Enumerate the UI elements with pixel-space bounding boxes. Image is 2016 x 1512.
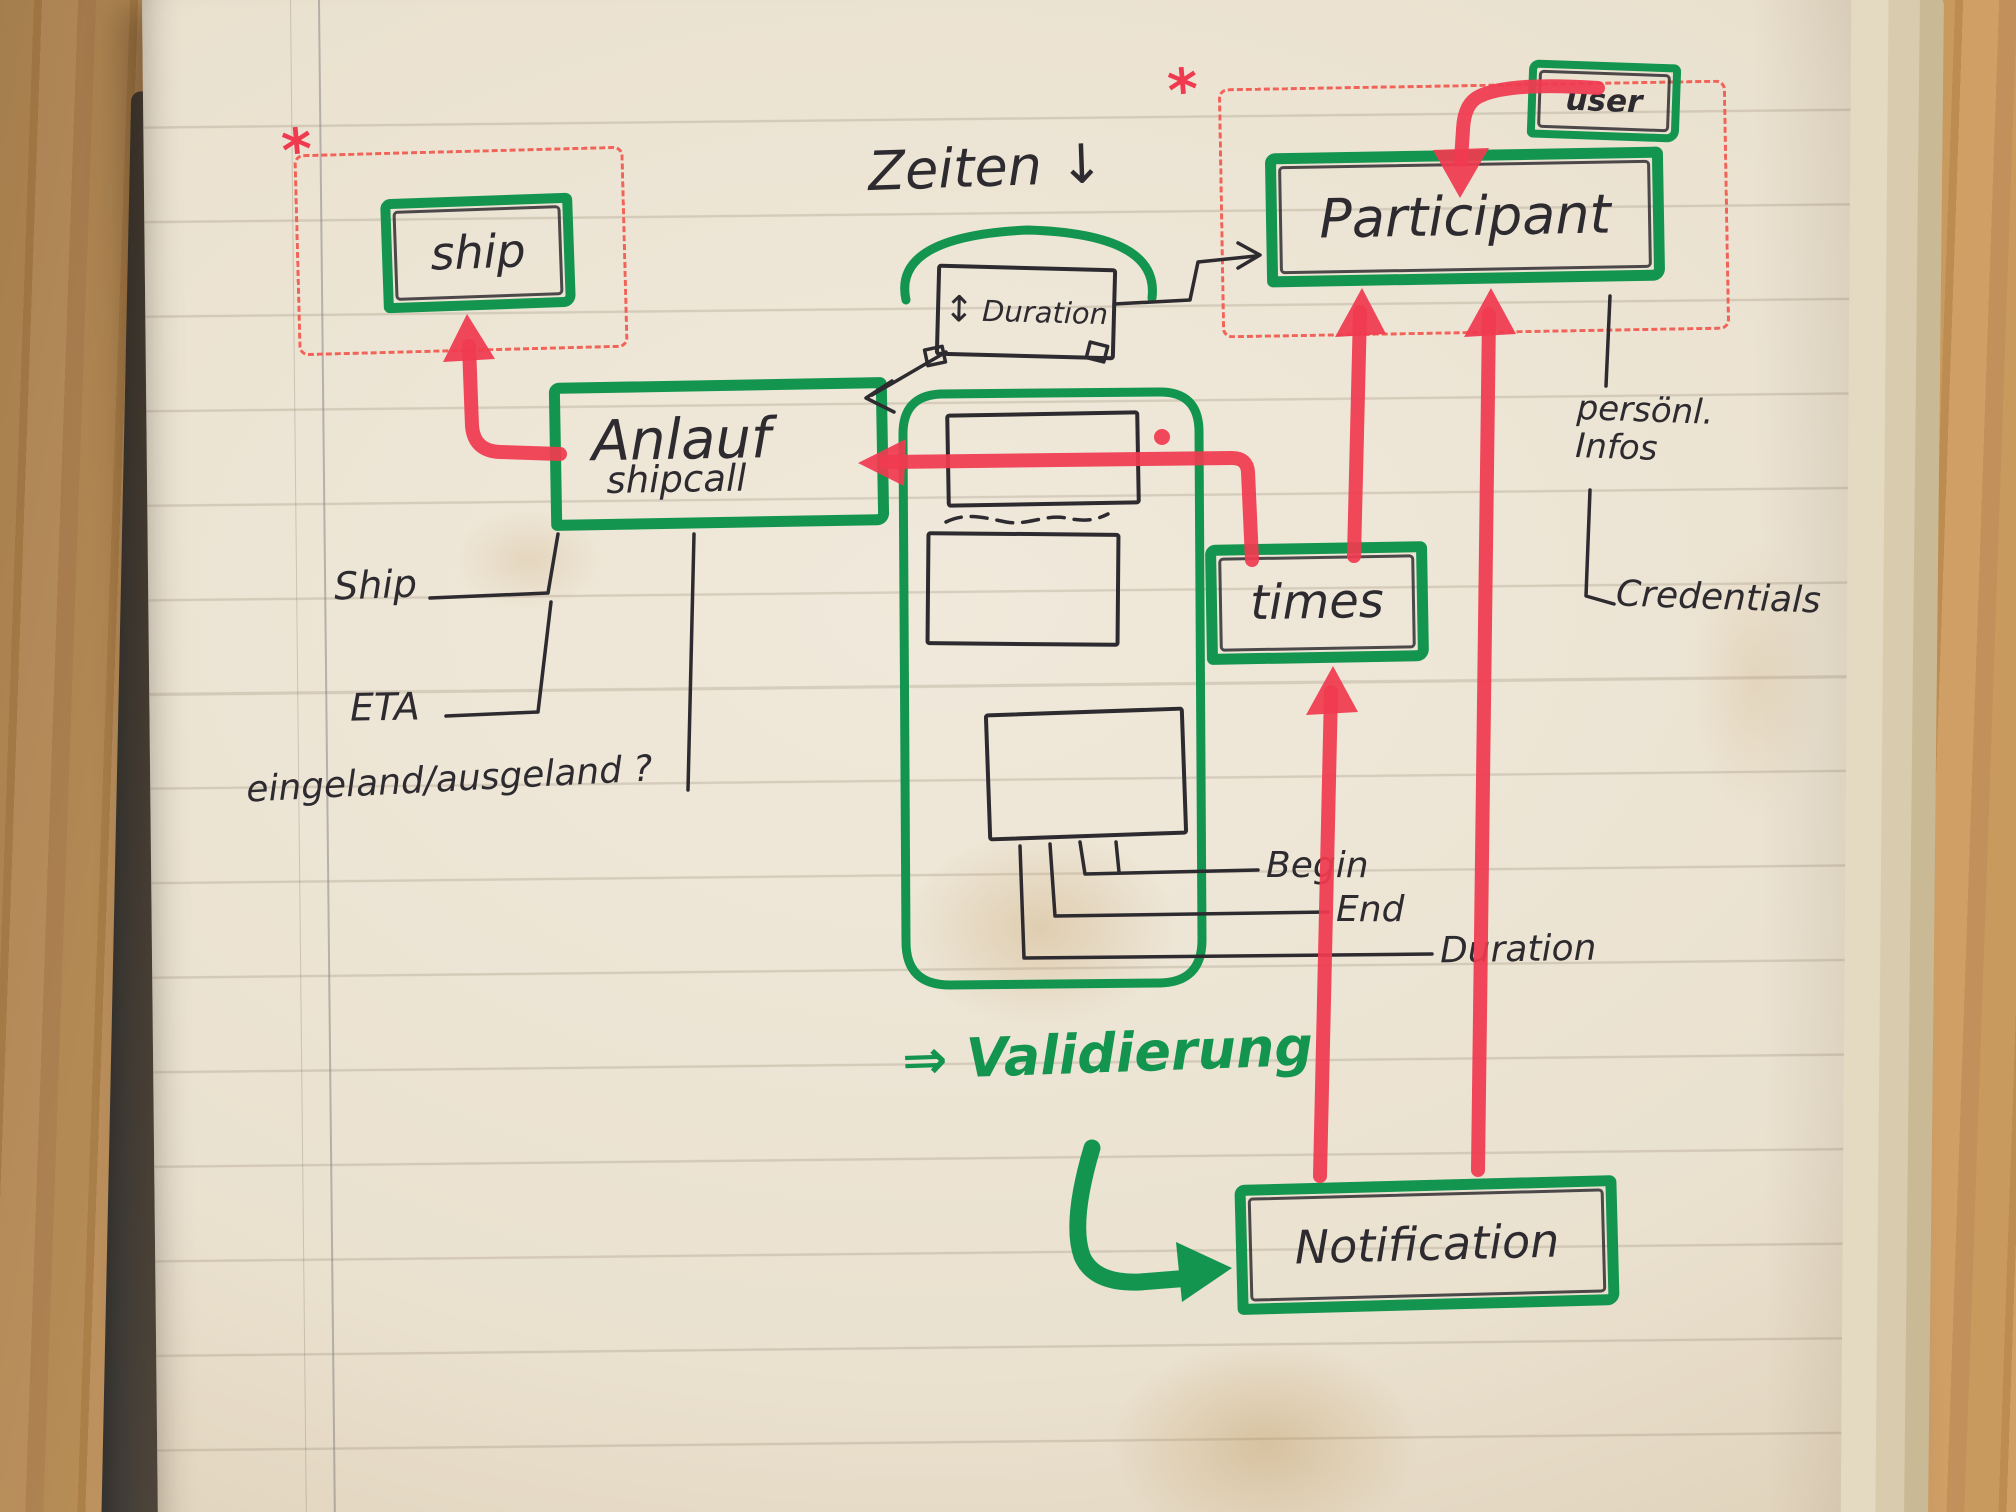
asterisk-participant: *: [1165, 54, 1202, 126]
anlauf-to-ship-arrow: [462, 339, 567, 461]
attr-loading: eingeland/ausgeland ?: [245, 748, 654, 811]
anlauf-entity-box: Anlauf shipcall: [548, 377, 890, 531]
notification-label: Notification: [1293, 1213, 1560, 1275]
attr-ship: Ship: [333, 561, 418, 609]
duration-box-label: Duration: [981, 293, 1109, 331]
times-to-participant-arrow: [1347, 305, 1367, 563]
duration-box: ↕ Duration: [934, 263, 1118, 361]
attr-end: End: [1336, 889, 1405, 930]
asterisk-ship: *: [279, 114, 316, 186]
attr-eta: ETA: [349, 684, 421, 730]
notification-inner-frame: Notification: [1247, 1188, 1607, 1302]
validation-arrowhead: [1176, 1242, 1232, 1302]
shipcall-label: shipcall: [606, 456, 747, 502]
ship-label: ship: [429, 223, 527, 281]
ship-inner-frame: ship: [392, 205, 564, 301]
attr-begin: Begin: [1266, 845, 1369, 886]
time-row-box-2: [925, 531, 1121, 647]
notification-to-participant-arrow: [1471, 307, 1496, 1177]
loading-attr-line: [686, 532, 696, 792]
credentials-line: [1584, 488, 1616, 606]
time-row-box-1: [945, 410, 1141, 508]
eta-attr-line: [444, 600, 553, 718]
user-inner-frame: user: [1537, 69, 1671, 133]
validierung-note: ⇒ Validierung: [901, 1014, 1315, 1093]
notification-to-times-arrow: [1313, 685, 1338, 1183]
anlauf-inner: Anlauf shipcall: [562, 390, 876, 517]
zeiten-note: Zeiten ↓: [866, 131, 1106, 204]
notification-entity-box: Notification: [1234, 1175, 1620, 1315]
resize-arrow-icon: ↕: [943, 288, 975, 331]
ship-attr-line: [428, 532, 560, 600]
participant-inner-frame: Participant: [1278, 159, 1652, 275]
attr-personal-infos: persönl. Infos: [1574, 388, 1715, 469]
times-entity-box: times: [1204, 541, 1430, 665]
red-dot-mark: [1154, 429, 1170, 445]
times-arrowhead: [1306, 666, 1358, 715]
attr-credentials: Credentials: [1615, 573, 1822, 622]
times-inner-frame: times: [1218, 554, 1416, 652]
user-entity-box: user: [1526, 59, 1682, 143]
dashed-wave-line: [944, 512, 1110, 525]
validation-to-notification-arrow: [1069, 1139, 1199, 1291]
ship-entity-box: ship: [380, 192, 576, 314]
time-row-box-3: [983, 706, 1189, 842]
user-label: user: [1564, 81, 1644, 120]
participant-label: Participant: [1318, 182, 1612, 251]
times-label: times: [1249, 572, 1385, 632]
participant-entity-box: Participant: [1264, 146, 1666, 288]
begin-line: [1078, 840, 1260, 876]
begin-bracket-tick: [1114, 840, 1121, 874]
attr-duration: Duration: [1439, 927, 1597, 972]
